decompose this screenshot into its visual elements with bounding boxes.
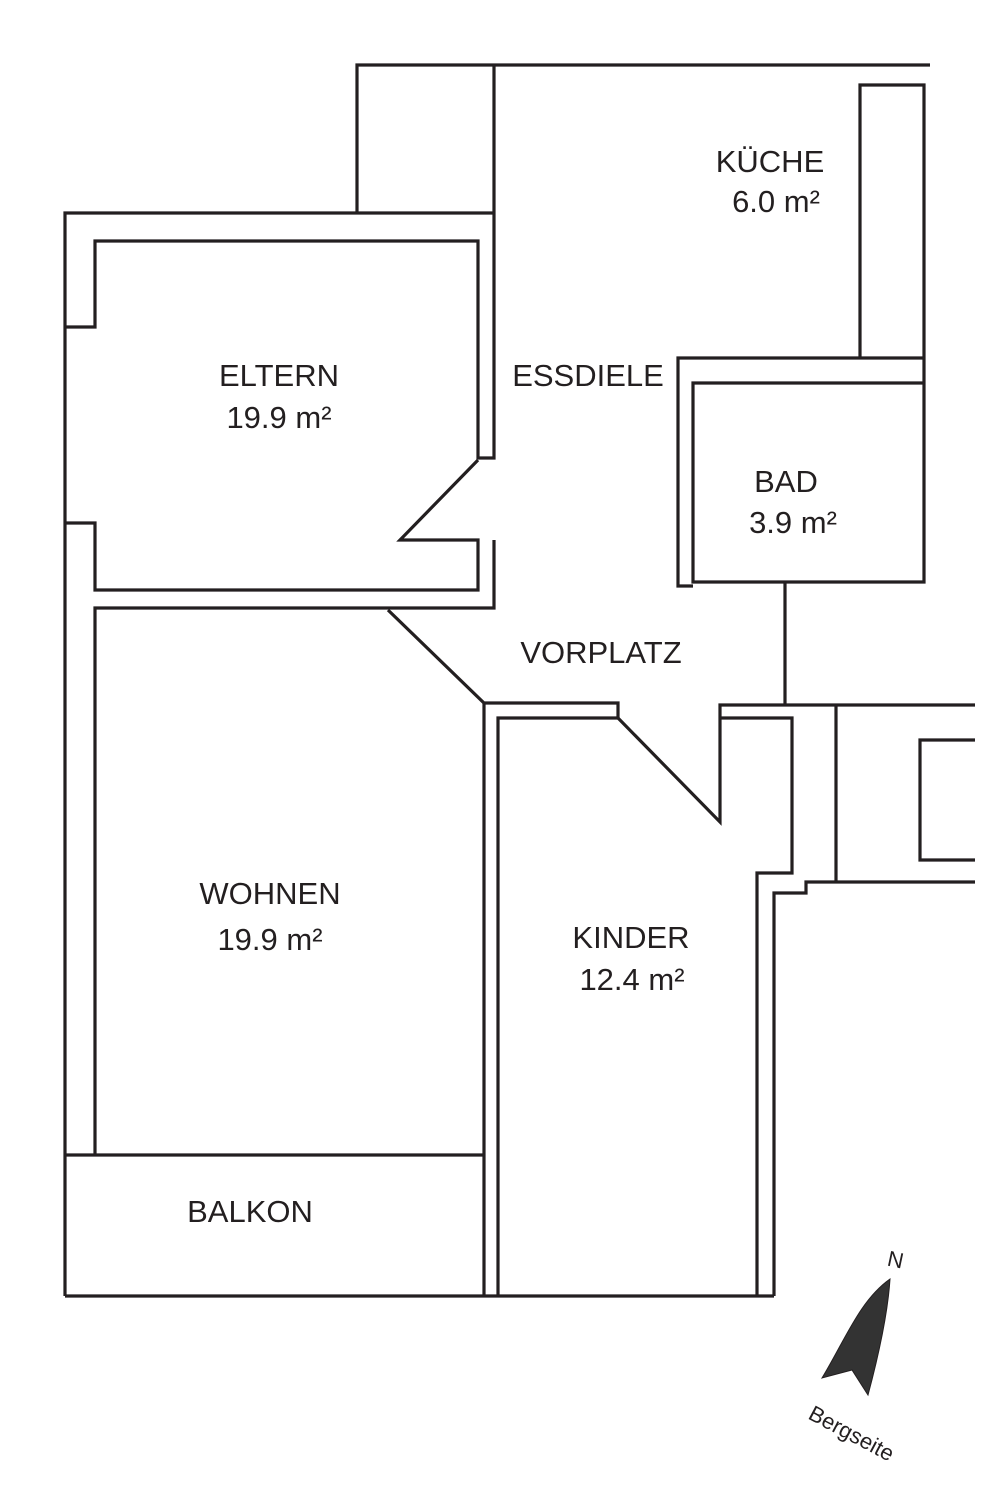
- room-area: 6.0 m²: [732, 184, 820, 219]
- room-eltern: ELTERN 19.9 m²: [219, 358, 339, 435]
- room-area: 12.4 m²: [579, 962, 684, 997]
- room-vorplatz-name: VORPLATZ: [520, 635, 681, 670]
- room-kinder: KINDER 12.4 m²: [572, 920, 689, 997]
- room-name: KÜCHE: [716, 144, 825, 179]
- north-label: N: [885, 1246, 906, 1274]
- walls: [63, 63, 975, 1298]
- room-area: 19.9 m²: [226, 400, 331, 435]
- room-essdiele-name: ESSDIELE: [512, 358, 664, 393]
- room-name: WOHNEN: [199, 876, 340, 911]
- north-arrow-icon: [820, 1277, 891, 1397]
- room-name: BAD: [754, 464, 818, 499]
- room-name: KINDER: [572, 920, 689, 955]
- room-balkon-name: BALKON: [187, 1194, 313, 1229]
- room-kueche: KÜCHE 6.0 m²: [716, 144, 825, 219]
- room-wohnen: WOHNEN 19.9 m²: [199, 876, 340, 957]
- room-name: ELTERN: [219, 358, 339, 393]
- room-bad: BAD 3.9 m²: [749, 464, 837, 540]
- room-area: 3.9 m²: [749, 505, 837, 540]
- room-area: 19.9 m²: [217, 922, 322, 957]
- bergseite-label: Bergseite: [805, 1401, 899, 1467]
- compass: N Bergseite: [805, 1246, 906, 1466]
